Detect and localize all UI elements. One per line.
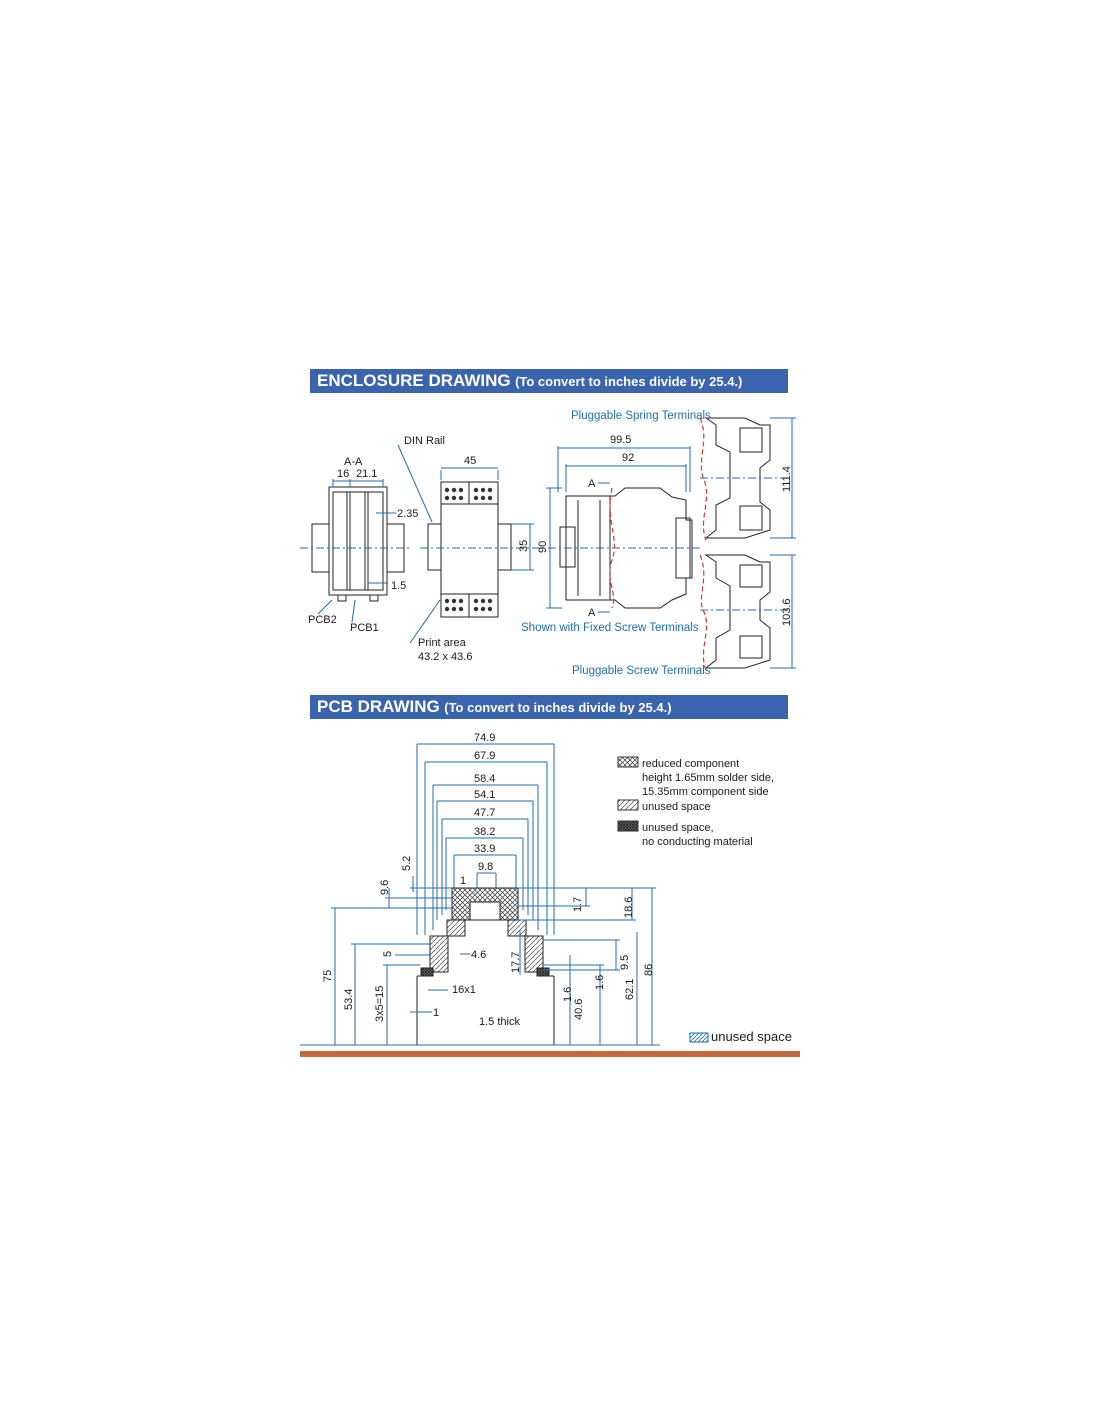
section-aa-view [300,479,410,623]
dim-62-1: 62.1 [624,979,636,1000]
dim-53-4: 53.4 [343,989,355,1010]
screw-terminals-view [700,554,796,669]
thickness-label: 1.5 thick [479,1016,520,1028]
terminal-dots [444,487,493,612]
dim-54-1: 54.1 [474,789,495,801]
section-aa-label: A-A [344,456,363,468]
dim-9-6: 9.6 [379,880,391,895]
legend-unused-nc-line2: no conducting material [642,836,753,848]
break-line-side [609,487,616,609]
dim-47-7: 47.7 [474,807,495,819]
section-marker-a-top: A [588,478,596,490]
dim-92: 92 [622,452,634,464]
dim-18-6: 18.6 [623,897,635,918]
dim-103-6: 103.6 [781,598,793,626]
dim-5-2: 5.2 [401,856,413,871]
dim-21-1: 21.1 [356,468,377,480]
enclosure-title: ENCLOSURE DRAWING [317,371,511,390]
dim-74-9: 74.9 [474,732,495,744]
dim-16x1: 16x1 [452,984,476,996]
dim-1-6b: 1.6 [594,975,606,990]
pluggable-spring-terminals-label: Pluggable Spring Terminals [571,410,711,422]
legend-unused-blue: unused space [711,1029,792,1044]
legend-reduced-line2: height 1.65mm solder side, [642,772,774,784]
pcb-subtitle: (To convert to inches divide by 25.4.) [444,700,672,715]
pcb-right-dimensions [518,887,656,1045]
legend-unused: unused space [642,801,711,813]
dim-9-5: 9.5 [619,955,631,970]
dim-38-2: 38.2 [474,826,495,838]
dim-75: 75 [322,970,334,982]
dim-86: 86 [643,964,655,976]
dim-40-6: 40.6 [573,999,585,1020]
dim-5: 5 [382,951,394,957]
section-marker-a-bottom: A [588,607,596,619]
pcb-drawing-header: PCB DRAWING (To convert to inches divide… [310,695,788,719]
break-line-screw [699,554,708,671]
legend-reduced-swatch [617,756,639,768]
legend-unused-nc-swatch [617,820,639,832]
pcb-title: PCB DRAWING [317,697,440,716]
pcb2-label: PCB2 [308,614,337,626]
pcb-horizontal-dimensions [416,743,555,935]
din-rail-label: DIN Rail [404,435,445,447]
enclosure-subtitle: (To convert to inches divide by 25.4.) [515,374,743,389]
pcb-legend: reduced component height 1.65mm solder s… [617,756,792,1044]
enclosure-drawing-header: ENCLOSURE DRAWING (To convert to inches … [310,369,788,393]
dim-99-5: 99.5 [610,434,631,446]
dim-1-7: 1.7 [572,897,584,912]
pluggable-screw-terminals-label: Pluggable Screw Terminals [572,665,711,677]
dim-90: 90 [537,541,549,553]
dim-33-9: 33.9 [474,843,495,855]
dim-35: 35 [518,540,530,552]
dim-4-6: 4.6 [471,949,486,961]
dim-58-4: 58.4 [474,773,495,785]
front-view [397,444,540,644]
dim-2-35: 2.35 [397,508,418,520]
dim-9-8: 9.8 [478,861,493,873]
dim-17-7: 17.7 [510,952,522,973]
legend-unused-blue-swatch [689,1032,709,1043]
dim-1-6a: 1.6 [562,987,574,1002]
spring-terminals-view [700,417,796,539]
dim-3x5-15: 3x5=15 [374,986,386,1022]
legend-reduced-line3: 15.35mm component side [642,786,769,798]
pcb1-label: PCB1 [350,622,379,634]
dim-45: 45 [464,455,476,467]
legend-reduced-line1: reduced component [642,758,739,770]
print-area-label: Print area [418,637,467,649]
legend-unused-nc-line1: unused space, [642,822,714,834]
break-line-spring [699,417,708,541]
print-area-size: 43.2 x 43.6 [418,651,472,663]
dim-1-top: 1 [460,875,466,887]
fixed-screw-terminals-label: Shown with Fixed Screw Terminals [521,622,699,634]
pcb-outline [416,887,555,1046]
bottom-divider [300,1051,800,1057]
dim-67-9: 67.9 [474,750,495,762]
dim-1-5: 1.5 [391,580,406,592]
dim-1-bottom: 1 [433,1007,439,1019]
legend-unused-swatch [617,799,639,811]
dim-16: 16 [337,468,349,480]
side-view [546,446,700,613]
dim-111-4: 111.4 [781,466,793,492]
